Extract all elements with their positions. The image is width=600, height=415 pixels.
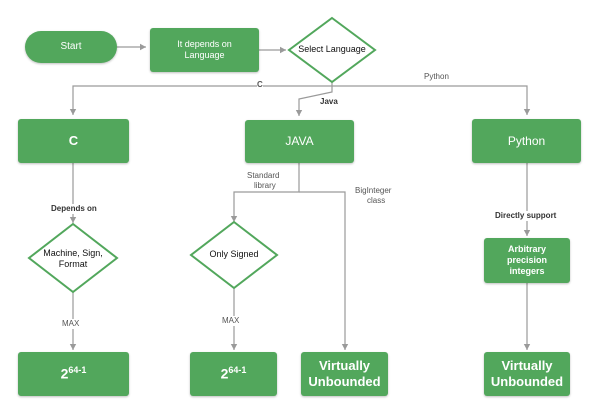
java-result-node: 264-1 — [190, 352, 277, 396]
edge-label-python: Python — [424, 72, 449, 82]
c-label: C — [68, 132, 79, 148]
start-label: Start — [60, 40, 82, 52]
c-result-node: 264-1 — [18, 352, 129, 396]
arbitrary-precision-label: Arbitrary precision integers — [506, 243, 547, 277]
python-node: Python — [472, 119, 581, 163]
edge-select-to-java — [295, 86, 333, 116]
edge-label-biginteger-1: BigInteger — [355, 186, 392, 195]
edge-java-split — [230, 163, 300, 222]
select-language-label: Select Language — [298, 44, 366, 55]
edge-label-standard-1: Standard — [247, 171, 280, 180]
edge-select-to-c — [69, 80, 333, 115]
java-unbounded-node: Virtually Unbounded — [301, 352, 388, 396]
edge-label-standard-2: library — [254, 181, 276, 190]
java-label: JAVA — [285, 134, 314, 148]
only-signed-diamond — [189, 220, 279, 290]
edge-label-depends-on: Depends on — [51, 204, 97, 214]
python-unbounded-node: Virtually Unbounded — [484, 352, 570, 396]
c-result-value: 264-1 — [60, 364, 87, 382]
only-signed-label: Only Signed — [209, 249, 259, 260]
edge-label-max-c: MAX — [62, 319, 80, 329]
java-node: JAVA — [245, 120, 354, 163]
depends-on-language-label: It depends on Language — [177, 38, 232, 60]
edge-label-directly-support: Directly support — [495, 211, 557, 221]
arbitrary-precision-node: Arbitrary precision integers — [484, 238, 570, 283]
c-node: C — [18, 119, 129, 163]
edge-label-max-java: MAX — [222, 316, 240, 326]
java-unbounded-label: Virtually Unbounded — [308, 357, 381, 389]
python-label: Python — [507, 133, 546, 148]
edge-select-to-python — [332, 85, 531, 115]
select-language-diamond — [287, 16, 377, 84]
depends-on-language-node: It depends on Language — [150, 28, 259, 72]
edge-label-c: C — [257, 80, 263, 90]
edge-label-biginteger-2: class — [367, 196, 386, 205]
machine-sign-format-label: Machine, Sign, Format — [43, 247, 103, 269]
python-unbounded-label: Virtually Unbounded — [490, 357, 564, 389]
edge-java-to-biginteger — [299, 191, 349, 350]
edge-label-java: Java — [320, 97, 338, 107]
start-node: Start — [25, 31, 117, 63]
java-result-value: 264-1 — [220, 364, 247, 382]
machine-sign-format-diamond — [27, 222, 119, 294]
